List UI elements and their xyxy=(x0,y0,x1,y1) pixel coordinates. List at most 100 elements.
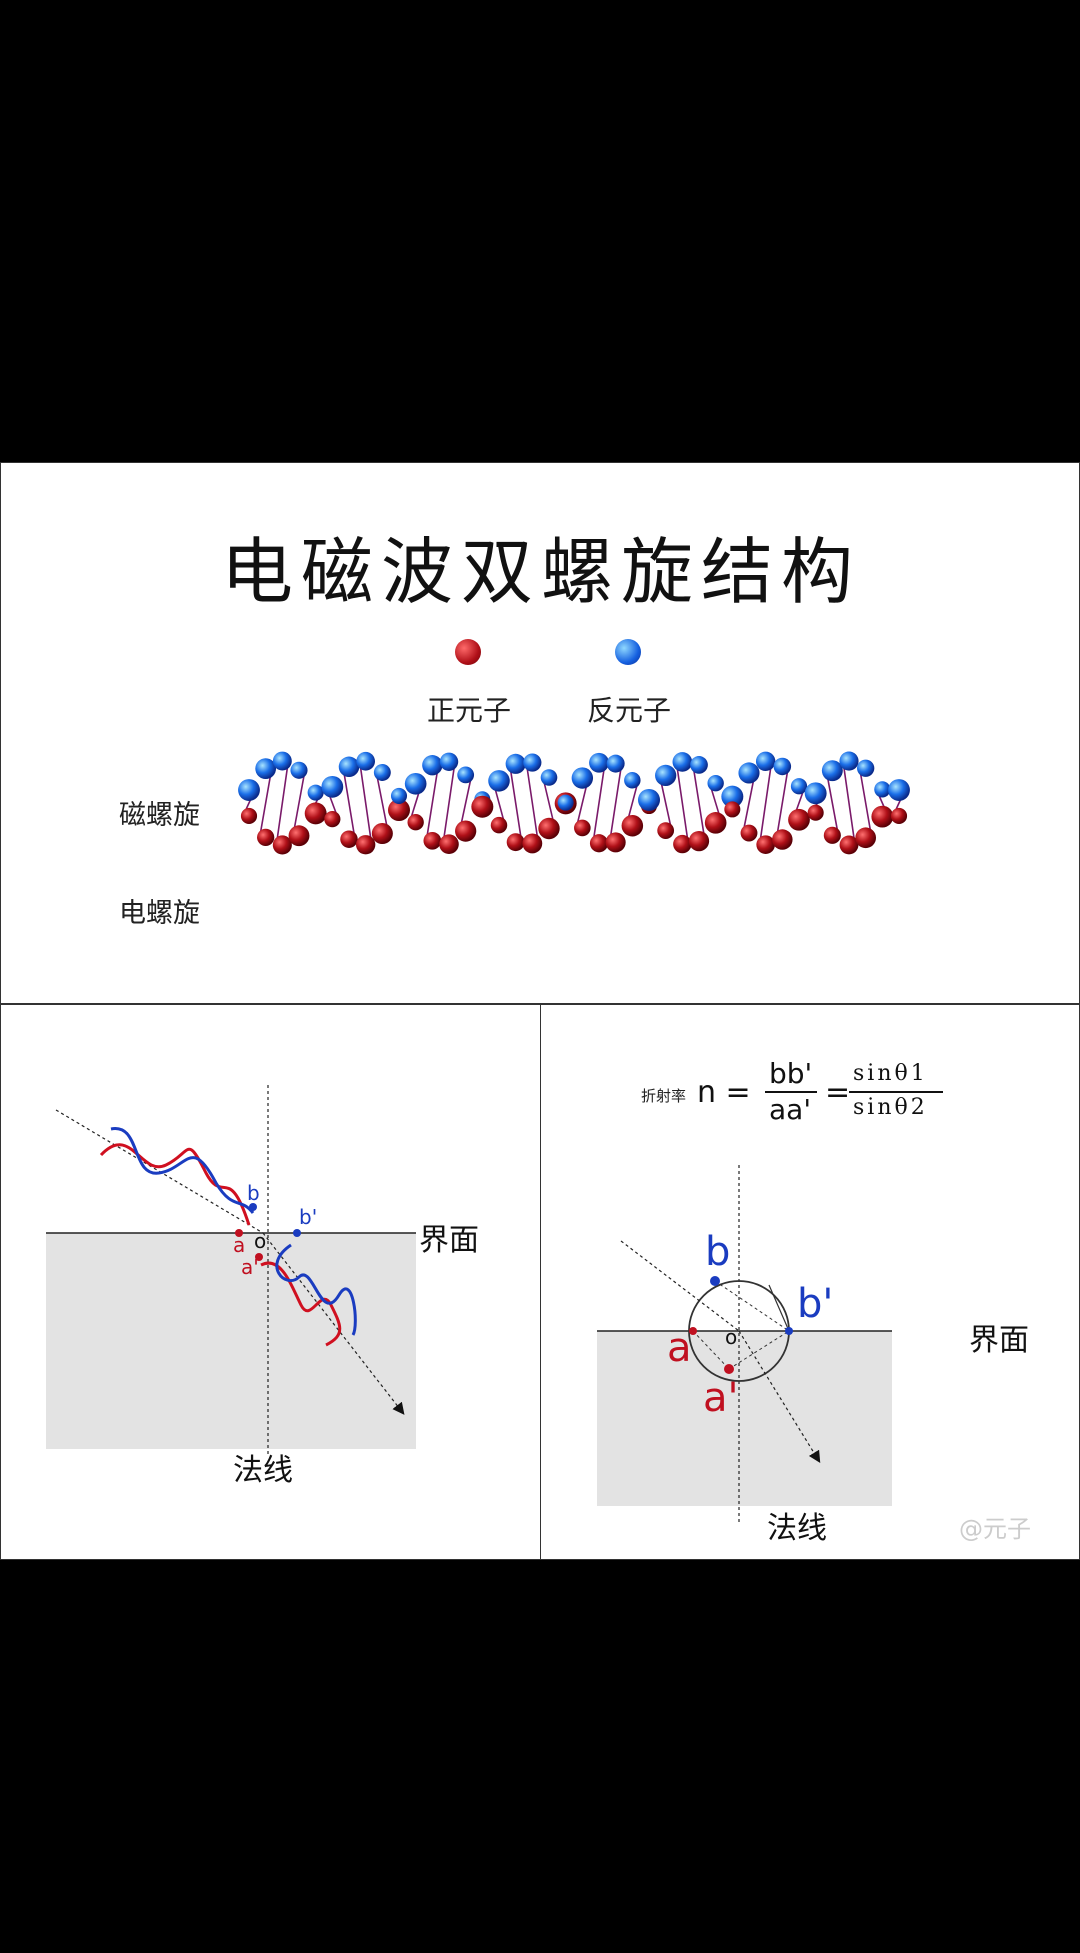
helix-rung xyxy=(292,770,306,836)
helix-lower-particle xyxy=(690,756,708,774)
helix-lower-particle xyxy=(407,814,424,831)
normal-label: 法线 xyxy=(233,1453,293,1488)
refraction-index-panel: 折射率 n = bb' aa' = sinθ1 sinθ2 b b' a a' … xyxy=(540,1004,1080,1560)
normal-label: 法线 xyxy=(767,1511,827,1546)
helix-panel: 电磁波双螺旋结构 正元子 反元子 磁螺旋 电螺旋 xyxy=(0,462,1080,1004)
red-wave-refracted xyxy=(260,1261,342,1347)
helix-lower-particle xyxy=(821,760,843,782)
refraction-formula: 折射率 n = bb' aa' = sinθ1 sinθ2 xyxy=(641,1057,981,1127)
helix-upper-particle xyxy=(571,767,594,789)
incident-ray xyxy=(620,1240,740,1332)
formula-prefix: 折射率 xyxy=(641,1087,687,1105)
point-b-prime-dot xyxy=(293,1229,301,1237)
point-a-prime-label: a' xyxy=(703,1375,739,1421)
helix-rung xyxy=(442,761,456,845)
helix-lower-particle xyxy=(707,775,724,792)
helix-rung xyxy=(842,760,856,846)
formula-sin-numerator: sinθ1 xyxy=(853,1061,928,1086)
helix-lower-particle xyxy=(455,820,477,842)
point-o-label: o xyxy=(725,1325,738,1349)
helix-upper-particle xyxy=(855,827,877,849)
helix-upper-particle xyxy=(823,826,841,844)
helix-upper-particle xyxy=(290,761,308,779)
helix-rung xyxy=(375,772,390,834)
helix-rung xyxy=(525,762,540,844)
formula-equals: = xyxy=(825,1075,851,1110)
formula-fraction-bar xyxy=(765,1091,817,1093)
helix-upper-particle xyxy=(888,779,910,801)
helix-lower-particle xyxy=(240,807,258,825)
helix-rung xyxy=(608,763,623,843)
helix-lower-particle xyxy=(655,764,677,787)
point-a-label: a xyxy=(667,1325,692,1371)
point-a-prime-dot xyxy=(255,1253,263,1261)
helix-lower-particle xyxy=(621,814,644,837)
helix-lower-particle xyxy=(772,829,793,850)
point-b-label: b xyxy=(247,1181,260,1205)
helix-lower-particle xyxy=(740,824,758,842)
electric-helix-label: 电螺旋 xyxy=(119,898,200,929)
helix-lower-particle xyxy=(804,782,827,805)
helix-upper-particle xyxy=(589,752,609,773)
helix-lower-particle xyxy=(890,807,908,825)
helix-upper-particle xyxy=(522,833,543,854)
point-b-dot xyxy=(710,1276,720,1286)
helix-upper-particle xyxy=(439,752,459,771)
helix-lower-particle xyxy=(839,751,859,771)
helix-lower-particle xyxy=(373,764,391,781)
helix-lower-particle xyxy=(574,819,591,837)
point-o-label: o xyxy=(254,1229,267,1253)
refracted-ray xyxy=(738,1330,821,1464)
helix-rung xyxy=(692,764,706,842)
helix-upper-particle xyxy=(355,835,376,855)
helix-lower-particle xyxy=(321,775,344,798)
helix-upper-particle xyxy=(704,811,727,834)
blue-wave-refracted xyxy=(275,1243,357,1336)
helix-rung xyxy=(742,772,756,834)
negative-particle-icon xyxy=(615,639,641,665)
medium-region xyxy=(46,1233,416,1449)
helix-lower-particle xyxy=(272,835,292,855)
helix-upper-particle xyxy=(773,757,792,776)
helix-upper-particle xyxy=(388,799,410,822)
helix-lower-particle xyxy=(874,781,891,798)
helix-rung xyxy=(258,768,273,838)
formula-denominator: aa' xyxy=(769,1093,812,1126)
helix-upper-particle xyxy=(657,822,675,839)
helix-lower-particle xyxy=(589,834,609,853)
helix-rung xyxy=(425,765,440,841)
helix-lower-particle xyxy=(523,753,542,772)
formula-n: n = xyxy=(697,1075,751,1110)
helix-lower-particle xyxy=(638,788,660,811)
helix-upper-particle xyxy=(371,822,393,845)
point-a-prime-label: a' xyxy=(241,1255,259,1279)
point-b-dot xyxy=(249,1203,257,1211)
helix-lower-particle xyxy=(857,759,875,777)
point-b-label: b xyxy=(705,1229,731,1275)
helix-lower-particle xyxy=(756,835,775,854)
helix-rung xyxy=(342,766,356,840)
helix-rung xyxy=(758,761,773,845)
helix-upper-particle xyxy=(490,816,508,834)
watermark: @元子 xyxy=(959,1515,1031,1543)
helix-upper-particle xyxy=(721,785,744,808)
helix-lower-particle xyxy=(439,834,459,855)
point-a-prime-dot xyxy=(724,1364,734,1374)
point-a-dot xyxy=(235,1229,243,1237)
helix-upper-particle xyxy=(839,835,859,855)
helix-upper-particle xyxy=(422,755,443,776)
helix-lower-particle xyxy=(304,802,327,825)
legend-positive-label: 正元子 xyxy=(427,694,512,727)
helix-lower-particle xyxy=(540,769,558,786)
interface-label: 界面 xyxy=(419,1223,479,1258)
helix-lower-particle xyxy=(257,828,275,847)
point-b-prime-label: b' xyxy=(299,1205,318,1229)
helix-upper-particle xyxy=(871,805,894,828)
helix-upper-particle xyxy=(255,758,277,779)
helix-upper-particle xyxy=(688,830,710,852)
helix-lower-particle xyxy=(338,756,360,778)
helix-rung xyxy=(675,761,690,845)
helix-upper-particle xyxy=(307,784,324,801)
point-b-prime-dot xyxy=(785,1327,793,1335)
point-b-prime-label: b' xyxy=(797,1281,834,1327)
